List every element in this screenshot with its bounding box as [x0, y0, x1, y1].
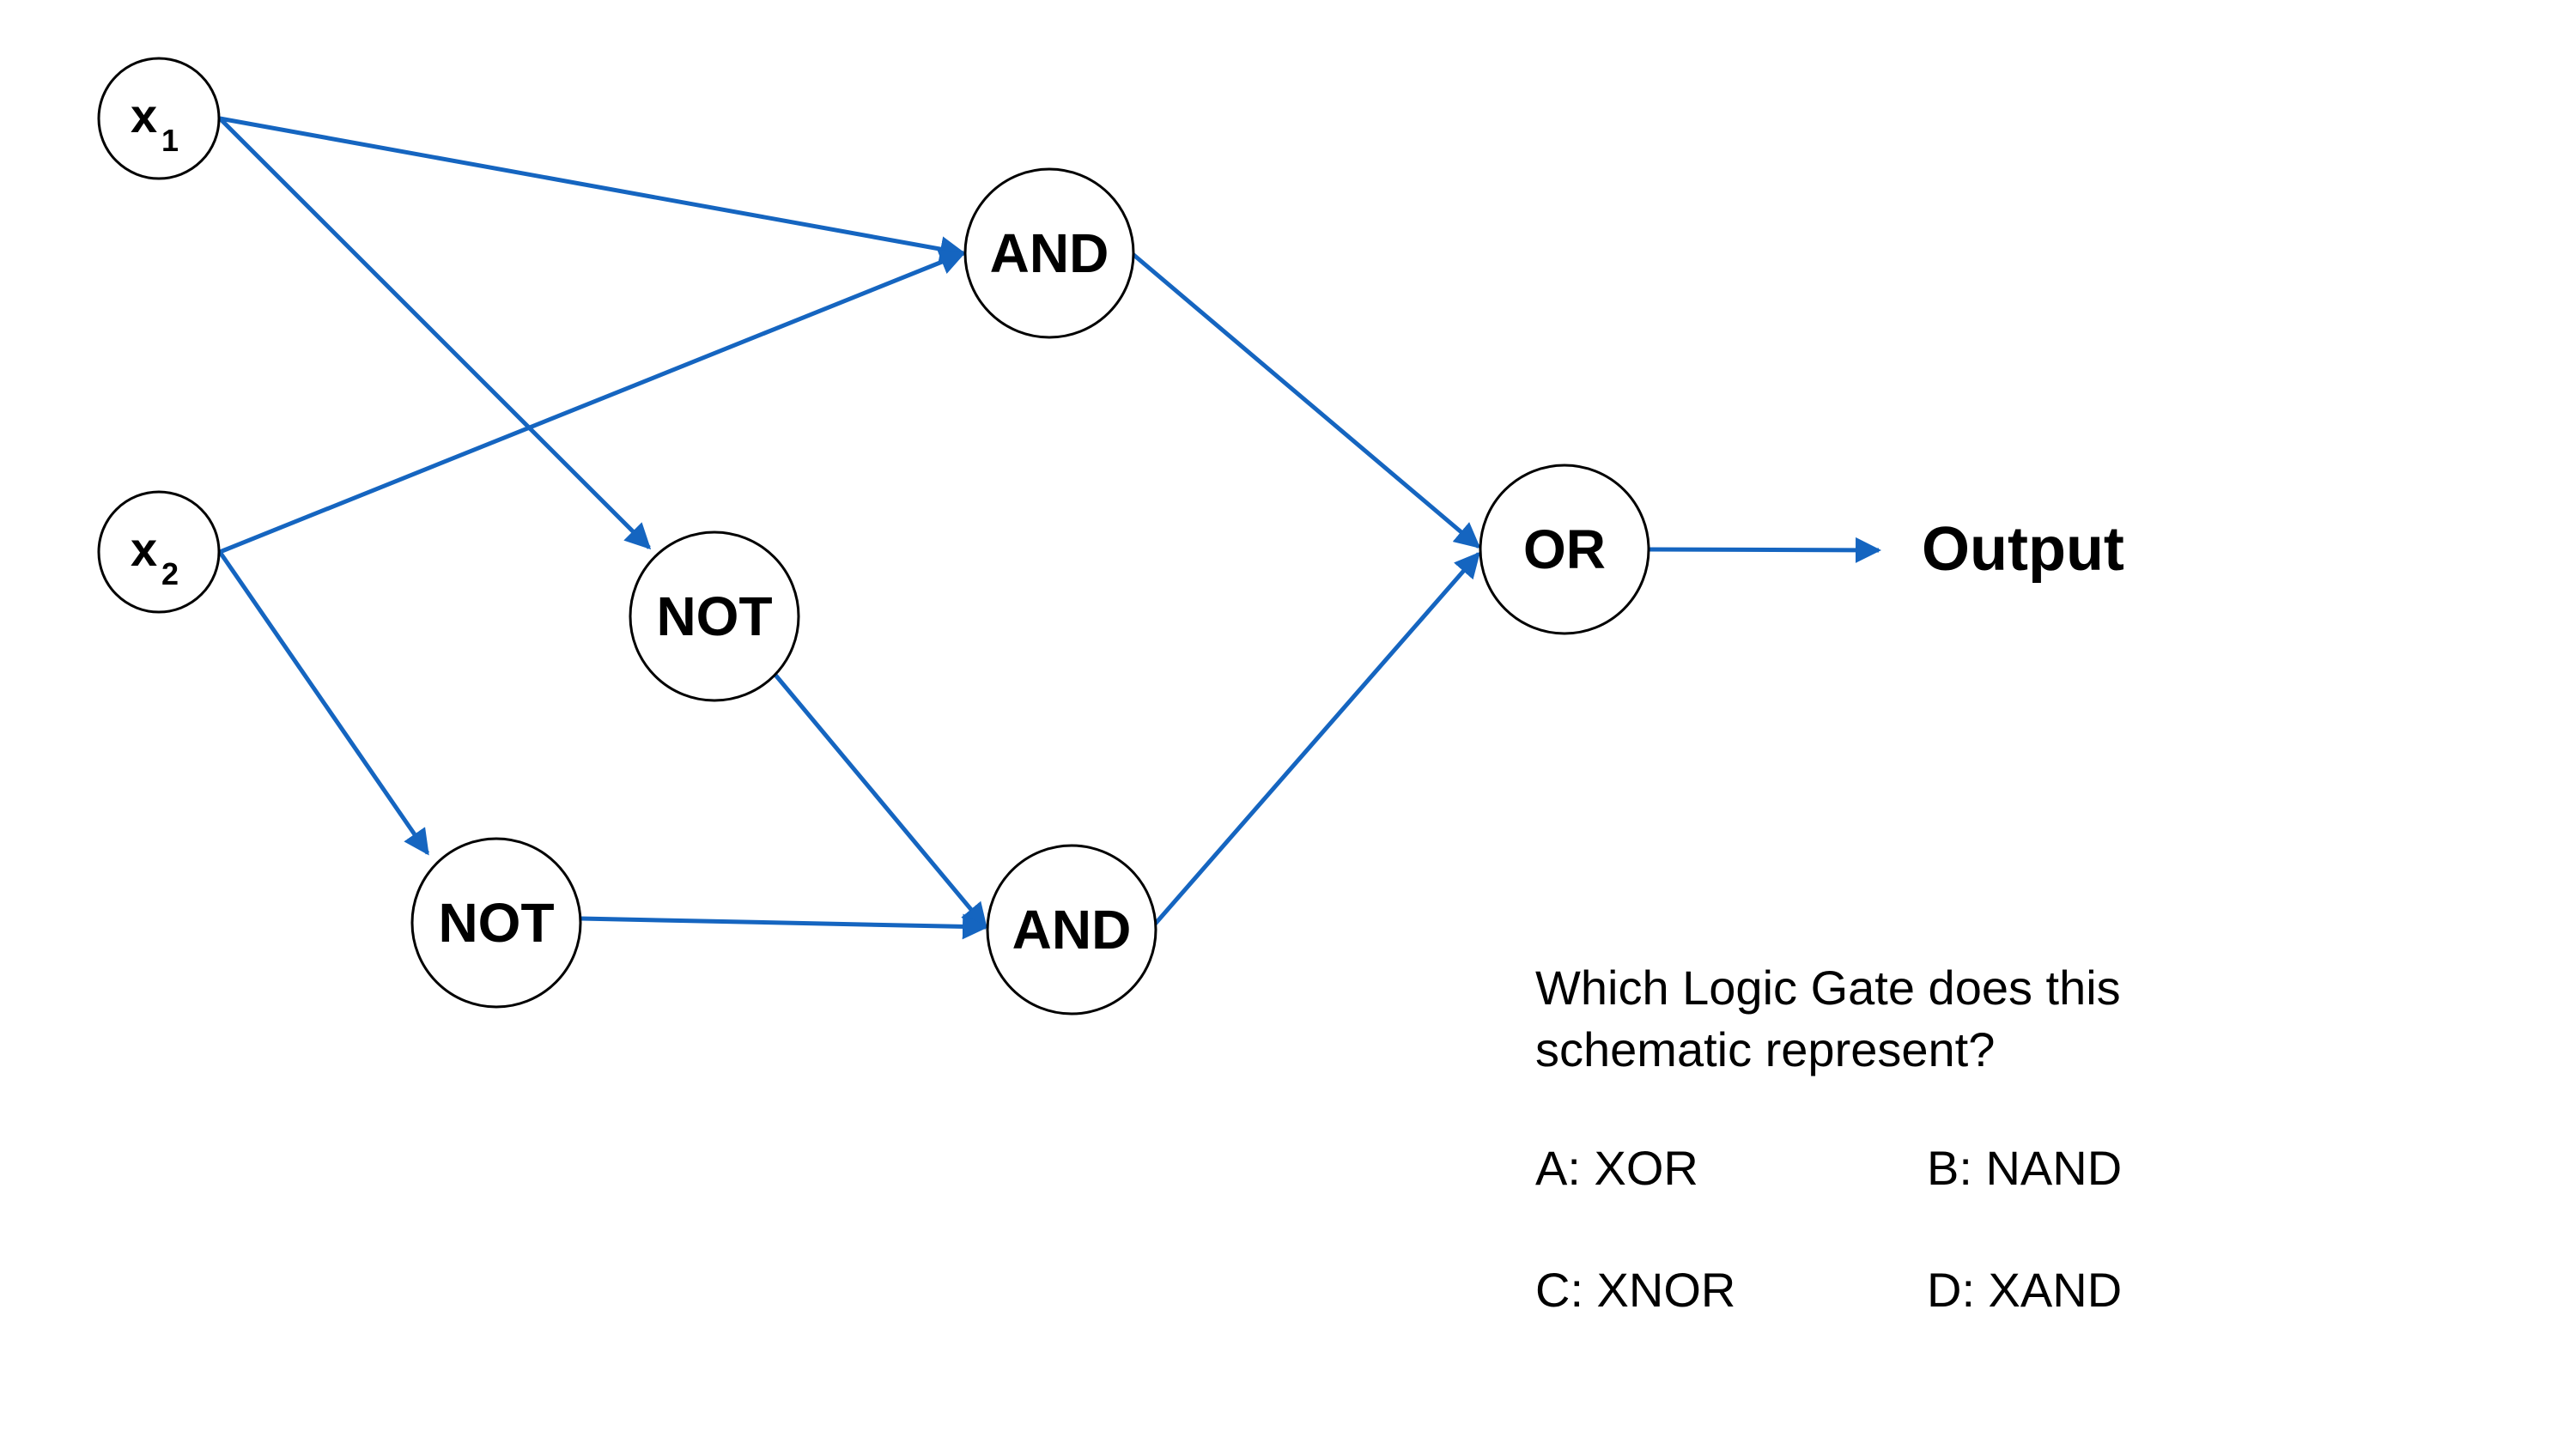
option-c: C: XNOR — [1535, 1263, 1736, 1317]
edge-x2-to-not-low — [217, 550, 430, 856]
edge-x1-to-not-mid — [218, 117, 652, 550]
input-node-x1: x 1 — [97, 57, 221, 180]
gate-not-low-label: NOT — [438, 892, 554, 954]
gate-and-bottom: AND — [986, 844, 1157, 1016]
edge-not-mid-to-and-bottom — [773, 672, 987, 930]
edge-x1-to-and-top — [219, 116, 966, 262]
gate-and-bottom-label: AND — [1012, 899, 1132, 961]
input-x2-label: x — [131, 522, 157, 576]
edge-x2-to-and-top — [219, 250, 966, 555]
edge-and-top-to-or — [1130, 252, 1481, 549]
input-x1-label: x — [131, 88, 157, 142]
gate-not-mid: NOT — [629, 530, 800, 702]
edge-and-bottom-to-or — [1151, 551, 1480, 929]
gate-and-top-label: AND — [990, 222, 1109, 284]
quiz-question: Which Logic Gate does this schematic rep… — [1535, 961, 2121, 1076]
option-d: D: XAND — [1927, 1263, 2123, 1317]
gate-not-mid-label: NOT — [656, 585, 772, 647]
quiz-panel: Which Logic Gate does this schematic rep… — [1535, 957, 2523, 1395]
edge-not-low-to-and-bottom — [580, 913, 988, 940]
input-x2-subscript: 2 — [161, 556, 179, 591]
input-node-x2: x 2 — [97, 490, 221, 614]
output-label: Output — [1922, 515, 2124, 584]
gate-or-label: OR — [1523, 518, 1606, 580]
gate-and-top: AND — [963, 167, 1135, 339]
option-a: A: XOR — [1535, 1141, 1698, 1195]
connections — [217, 116, 1881, 940]
gate-or: OR — [1479, 464, 1650, 635]
quiz-options: A: XOR B: NAND C: XNOR D: XAND — [1535, 1137, 2523, 1395]
gate-not-low: NOT — [410, 837, 582, 1009]
input-x1-subscript: 1 — [161, 123, 179, 158]
option-b: B: NAND — [1927, 1141, 2123, 1195]
edge-or-to-output — [1644, 537, 1881, 563]
